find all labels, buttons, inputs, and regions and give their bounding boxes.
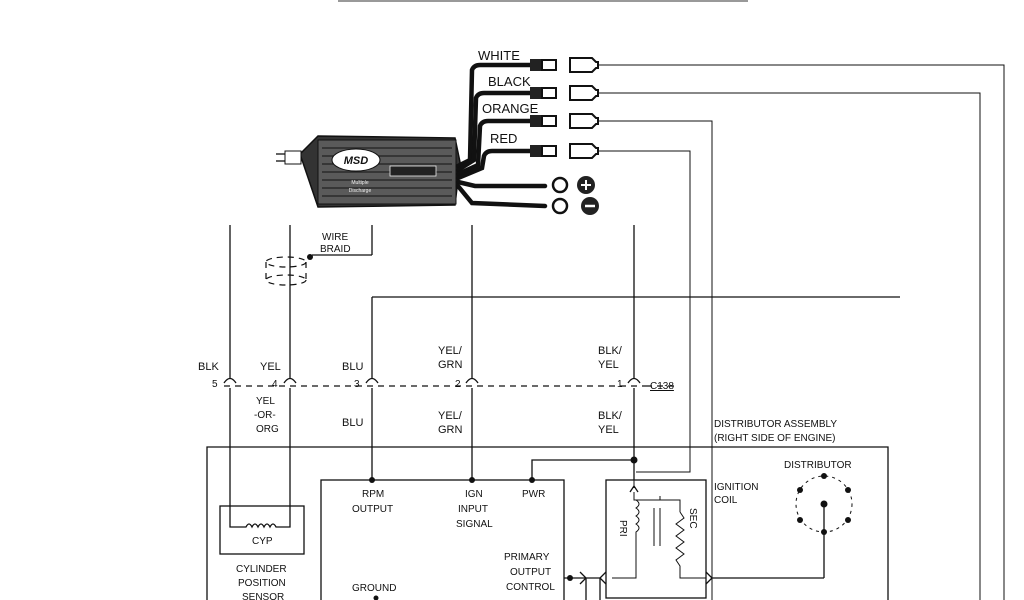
connector-c138 [223, 377, 676, 387]
pin-5: 5 [212, 379, 218, 390]
wire-braid-shield [265, 254, 313, 286]
module-rpm-1: RPM [362, 489, 384, 500]
wire-label-yelgrn-top-2: GRN [438, 359, 463, 371]
module-ign-1: IGN [465, 489, 483, 500]
wire-label-blu-top: BLU [342, 361, 363, 373]
module-ground: GROUND [352, 583, 396, 594]
label-wire-braid-2: BRAID [320, 244, 351, 255]
harness-wires [455, 62, 548, 209]
module-primary-1: PRIMARY [504, 552, 550, 563]
wire-label-yel-or-org-2: -OR- [254, 410, 276, 421]
module-ign-3: SIGNAL [456, 519, 493, 530]
bullet-connectors [530, 57, 599, 215]
cyp-sensor-box [219, 505, 305, 555]
wire-label-blk: BLK [198, 361, 219, 373]
distributor-assembly-outline [206, 446, 889, 600]
label-orange-wire: ORANGE [482, 101, 539, 116]
wire-label-yelgrn-bottom-1: YEL/ [438, 410, 463, 422]
pin-1: 1 [617, 379, 623, 390]
wire-label-yel-or-org-3: ORG [256, 424, 279, 435]
msd-model-text: Multiple [351, 180, 368, 186]
pin-4: 4 [272, 379, 278, 390]
distributor-label: DISTRIBUTOR [784, 460, 852, 471]
pin-3: 3 [354, 379, 360, 390]
distributor-cap [795, 473, 853, 535]
pin-2: 2 [455, 379, 461, 390]
wire-label-yel-or-org-1: YEL [256, 396, 275, 407]
ignition-module-box [320, 479, 565, 600]
primary-output-line [564, 504, 825, 600]
cyp-label: CYP [252, 536, 273, 547]
module-ign-2: INPUT [458, 504, 488, 515]
sensor-name-3: SENSOR [242, 592, 284, 600]
module-primary-3: CONTROL [506, 582, 555, 593]
wire-label-blkyel-bottom-2: YEL [598, 424, 619, 436]
wire-label-blu-bottom: BLU [342, 417, 363, 429]
coil-title-1: IGNITION [714, 482, 758, 493]
msd-ignition-box: MSD Multiple Discharge [276, 135, 461, 208]
coil-sec-label: SEC [687, 508, 698, 529]
label-black-wire: BLACK [488, 74, 531, 89]
sensor-name-2: POSITION [238, 578, 286, 589]
msd-logo-text: MSD [344, 155, 369, 167]
return-wires [598, 64, 1005, 600]
label-wire-braid-1: WIRE [322, 232, 348, 243]
wire-label-yelgrn-bottom-2: GRN [438, 424, 463, 436]
distributor-assembly-title-2: (RIGHT SIDE OF ENGINE) [714, 433, 836, 444]
wire-label-yel: YEL [260, 361, 281, 373]
label-white-wire: WHITE [478, 48, 520, 63]
connector-id: C138 [650, 381, 674, 392]
wire-label-blkyel-top-2: YEL [598, 359, 619, 371]
distributor-assembly-title-1: DISTRIBUTOR ASSEMBLY [714, 419, 837, 430]
sensor-name-1: CYLINDER [236, 564, 287, 575]
module-pwr: PWR [522, 489, 545, 500]
circuit-wires [229, 225, 900, 520]
ignition-coil [599, 456, 713, 599]
module-primary-2: OUTPUT [510, 567, 551, 578]
wire-label-yelgrn-top-1: YEL/ [438, 345, 463, 357]
wire-label-blkyel-bottom-1: BLK/ [598, 410, 623, 422]
module-rpm-2: OUTPUT [352, 504, 393, 515]
coil-title-2: COIL [714, 495, 738, 506]
label-red-wire: RED [490, 131, 517, 146]
coil-pri-label: PRI [617, 520, 628, 537]
wire-label-blkyel-top-1: BLK/ [598, 345, 623, 357]
msd-sub-text: Discharge [349, 188, 372, 194]
